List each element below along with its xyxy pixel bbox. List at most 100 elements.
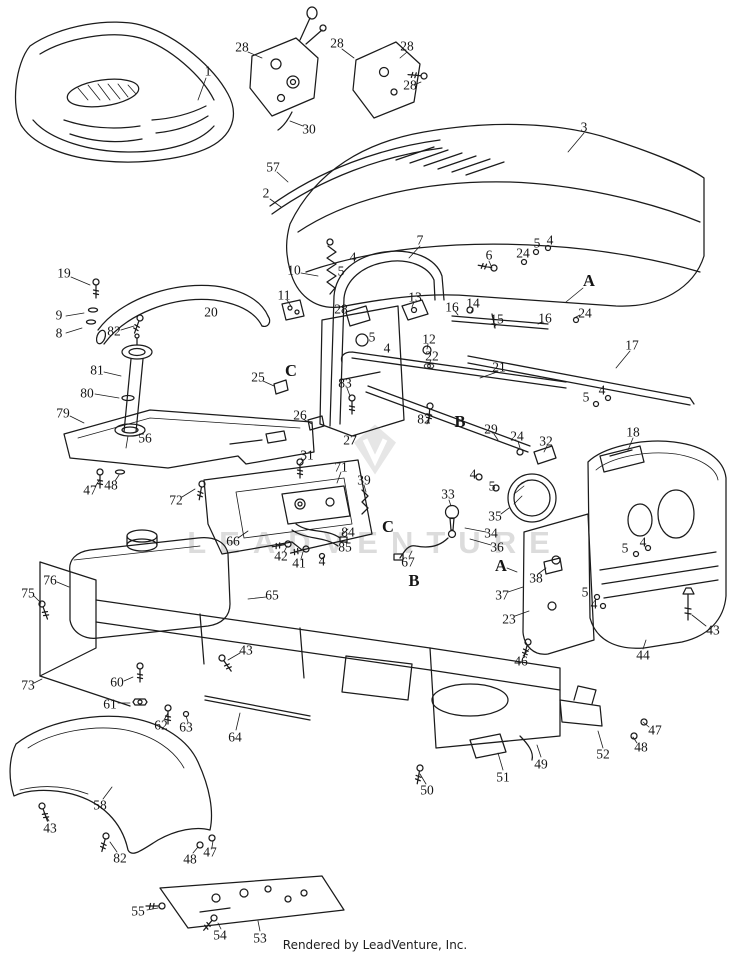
part-number-27: 27 <box>343 432 357 448</box>
part-number-26: 26 <box>293 407 307 423</box>
part-number-4: 4 <box>546 232 554 248</box>
part-number-24: 24 <box>578 305 592 321</box>
part-number-43: 43 <box>239 642 253 658</box>
part-number-7: 7 <box>416 232 424 248</box>
part-number-29: 29 <box>484 421 498 437</box>
part-number-31: 31 <box>300 447 314 463</box>
part-number-28: 28 <box>400 38 414 54</box>
part-number-16: 16 <box>538 310 552 326</box>
part-number-36: 36 <box>490 539 504 555</box>
part-number-24: 24 <box>510 428 524 444</box>
part-number-63: 63 <box>179 719 193 735</box>
part-number-81: 81 <box>90 362 104 378</box>
part-number-28: 28 <box>330 35 344 51</box>
part-number-61: 61 <box>103 696 117 712</box>
part-number-17: 17 <box>625 337 639 353</box>
part-number-5: 5 <box>582 389 590 405</box>
part-number-65: 65 <box>265 587 279 603</box>
part-number-14: 14 <box>466 295 480 311</box>
part-number-56: 56 <box>138 430 152 446</box>
part-number-82: 82 <box>417 411 431 427</box>
mounting-brackets-drawing <box>249 6 428 131</box>
frame-drawing <box>39 561 648 785</box>
console-drawing <box>63 409 315 501</box>
part-number-22: 22 <box>425 348 439 364</box>
part-number-39: 39 <box>357 472 371 488</box>
part-number-51: 51 <box>496 769 510 785</box>
leader-lines <box>33 48 707 932</box>
part-number-5: 5 <box>581 584 589 600</box>
steering-column-drawing <box>85 278 153 449</box>
part-number-75: 75 <box>21 585 35 601</box>
handle-drawing <box>95 284 271 345</box>
part-number-43: 43 <box>43 820 57 836</box>
part-number-37: 37 <box>495 587 509 603</box>
part-number-67: 67 <box>401 554 415 570</box>
part-number-49: 49 <box>534 756 548 772</box>
part-number-43: 43 <box>706 622 720 638</box>
part-number-54: 54 <box>213 927 227 943</box>
ref-letter-C: C <box>285 360 297 380</box>
base-plate-drawing <box>145 875 345 933</box>
part-number-85: 85 <box>338 539 352 555</box>
part-number-5: 5 <box>368 329 376 345</box>
fuel-tank-drawing <box>37 529 231 639</box>
part-number-82: 82 <box>113 850 127 866</box>
part-number-21: 21 <box>492 359 506 375</box>
part-number-1: 1 <box>204 63 212 79</box>
part-number-4: 4 <box>469 466 477 482</box>
part-number-12: 12 <box>422 331 436 347</box>
part-number-57: 57 <box>266 159 280 175</box>
part-number-53: 53 <box>253 930 267 946</box>
part-number-71: 71 <box>334 459 348 475</box>
ref-letter-A: A <box>583 270 595 290</box>
fender-drawing <box>9 715 216 854</box>
part-number-20: 20 <box>204 304 218 320</box>
part-number-48: 48 <box>183 851 197 867</box>
part-number-44: 44 <box>636 647 650 663</box>
part-number-5: 5 <box>337 263 345 279</box>
part-number-16: 16 <box>445 299 459 315</box>
part-number-46: 46 <box>514 653 528 669</box>
part-number-76: 76 <box>43 572 57 588</box>
part-number-13: 13 <box>408 289 422 305</box>
ignition-wiring-drawing <box>393 473 563 575</box>
part-number-15: 15 <box>490 311 504 327</box>
part-number-11: 11 <box>277 287 291 303</box>
seat-drawing <box>14 21 235 163</box>
rods-drawing <box>340 244 695 453</box>
footer-credit: Rendered by LeadVenture, Inc. <box>282 938 468 952</box>
part-number-4: 4 <box>349 249 357 265</box>
part-number-24: 24 <box>516 245 530 261</box>
part-number-35: 35 <box>488 508 502 524</box>
part-number-28: 28 <box>235 39 249 55</box>
part-number-62: 62 <box>154 717 168 733</box>
part-number-79: 79 <box>56 405 70 421</box>
part-number-4: 4 <box>639 534 647 550</box>
part-number-25: 25 <box>251 369 265 385</box>
part-number-47: 47 <box>648 722 662 738</box>
part-number-10: 10 <box>287 262 301 278</box>
ref-letter-C: C <box>382 516 394 536</box>
ref-letter-B: B <box>408 570 420 590</box>
part-number-52: 52 <box>596 746 610 762</box>
part-number-48: 48 <box>634 739 648 755</box>
part-number-82: 82 <box>107 323 121 339</box>
part-number-5: 5 <box>488 478 496 494</box>
ref-letter-A: A <box>495 555 507 575</box>
part-number-30: 30 <box>302 121 316 137</box>
part-number-33: 33 <box>441 486 455 502</box>
part-number-47: 47 <box>203 844 217 860</box>
part-number-32: 32 <box>539 433 553 449</box>
part-number-84: 84 <box>341 524 355 540</box>
part-number-5: 5 <box>533 235 541 251</box>
part-number-58: 58 <box>93 797 107 813</box>
part-number-72: 72 <box>169 492 183 508</box>
part-number-2: 2 <box>262 185 270 201</box>
part-number-8: 8 <box>55 325 63 341</box>
part-number-4: 4 <box>318 553 326 569</box>
part-number-47: 47 <box>83 482 97 498</box>
part-number-28: 28 <box>334 301 348 317</box>
part-number-42: 42 <box>274 548 288 564</box>
